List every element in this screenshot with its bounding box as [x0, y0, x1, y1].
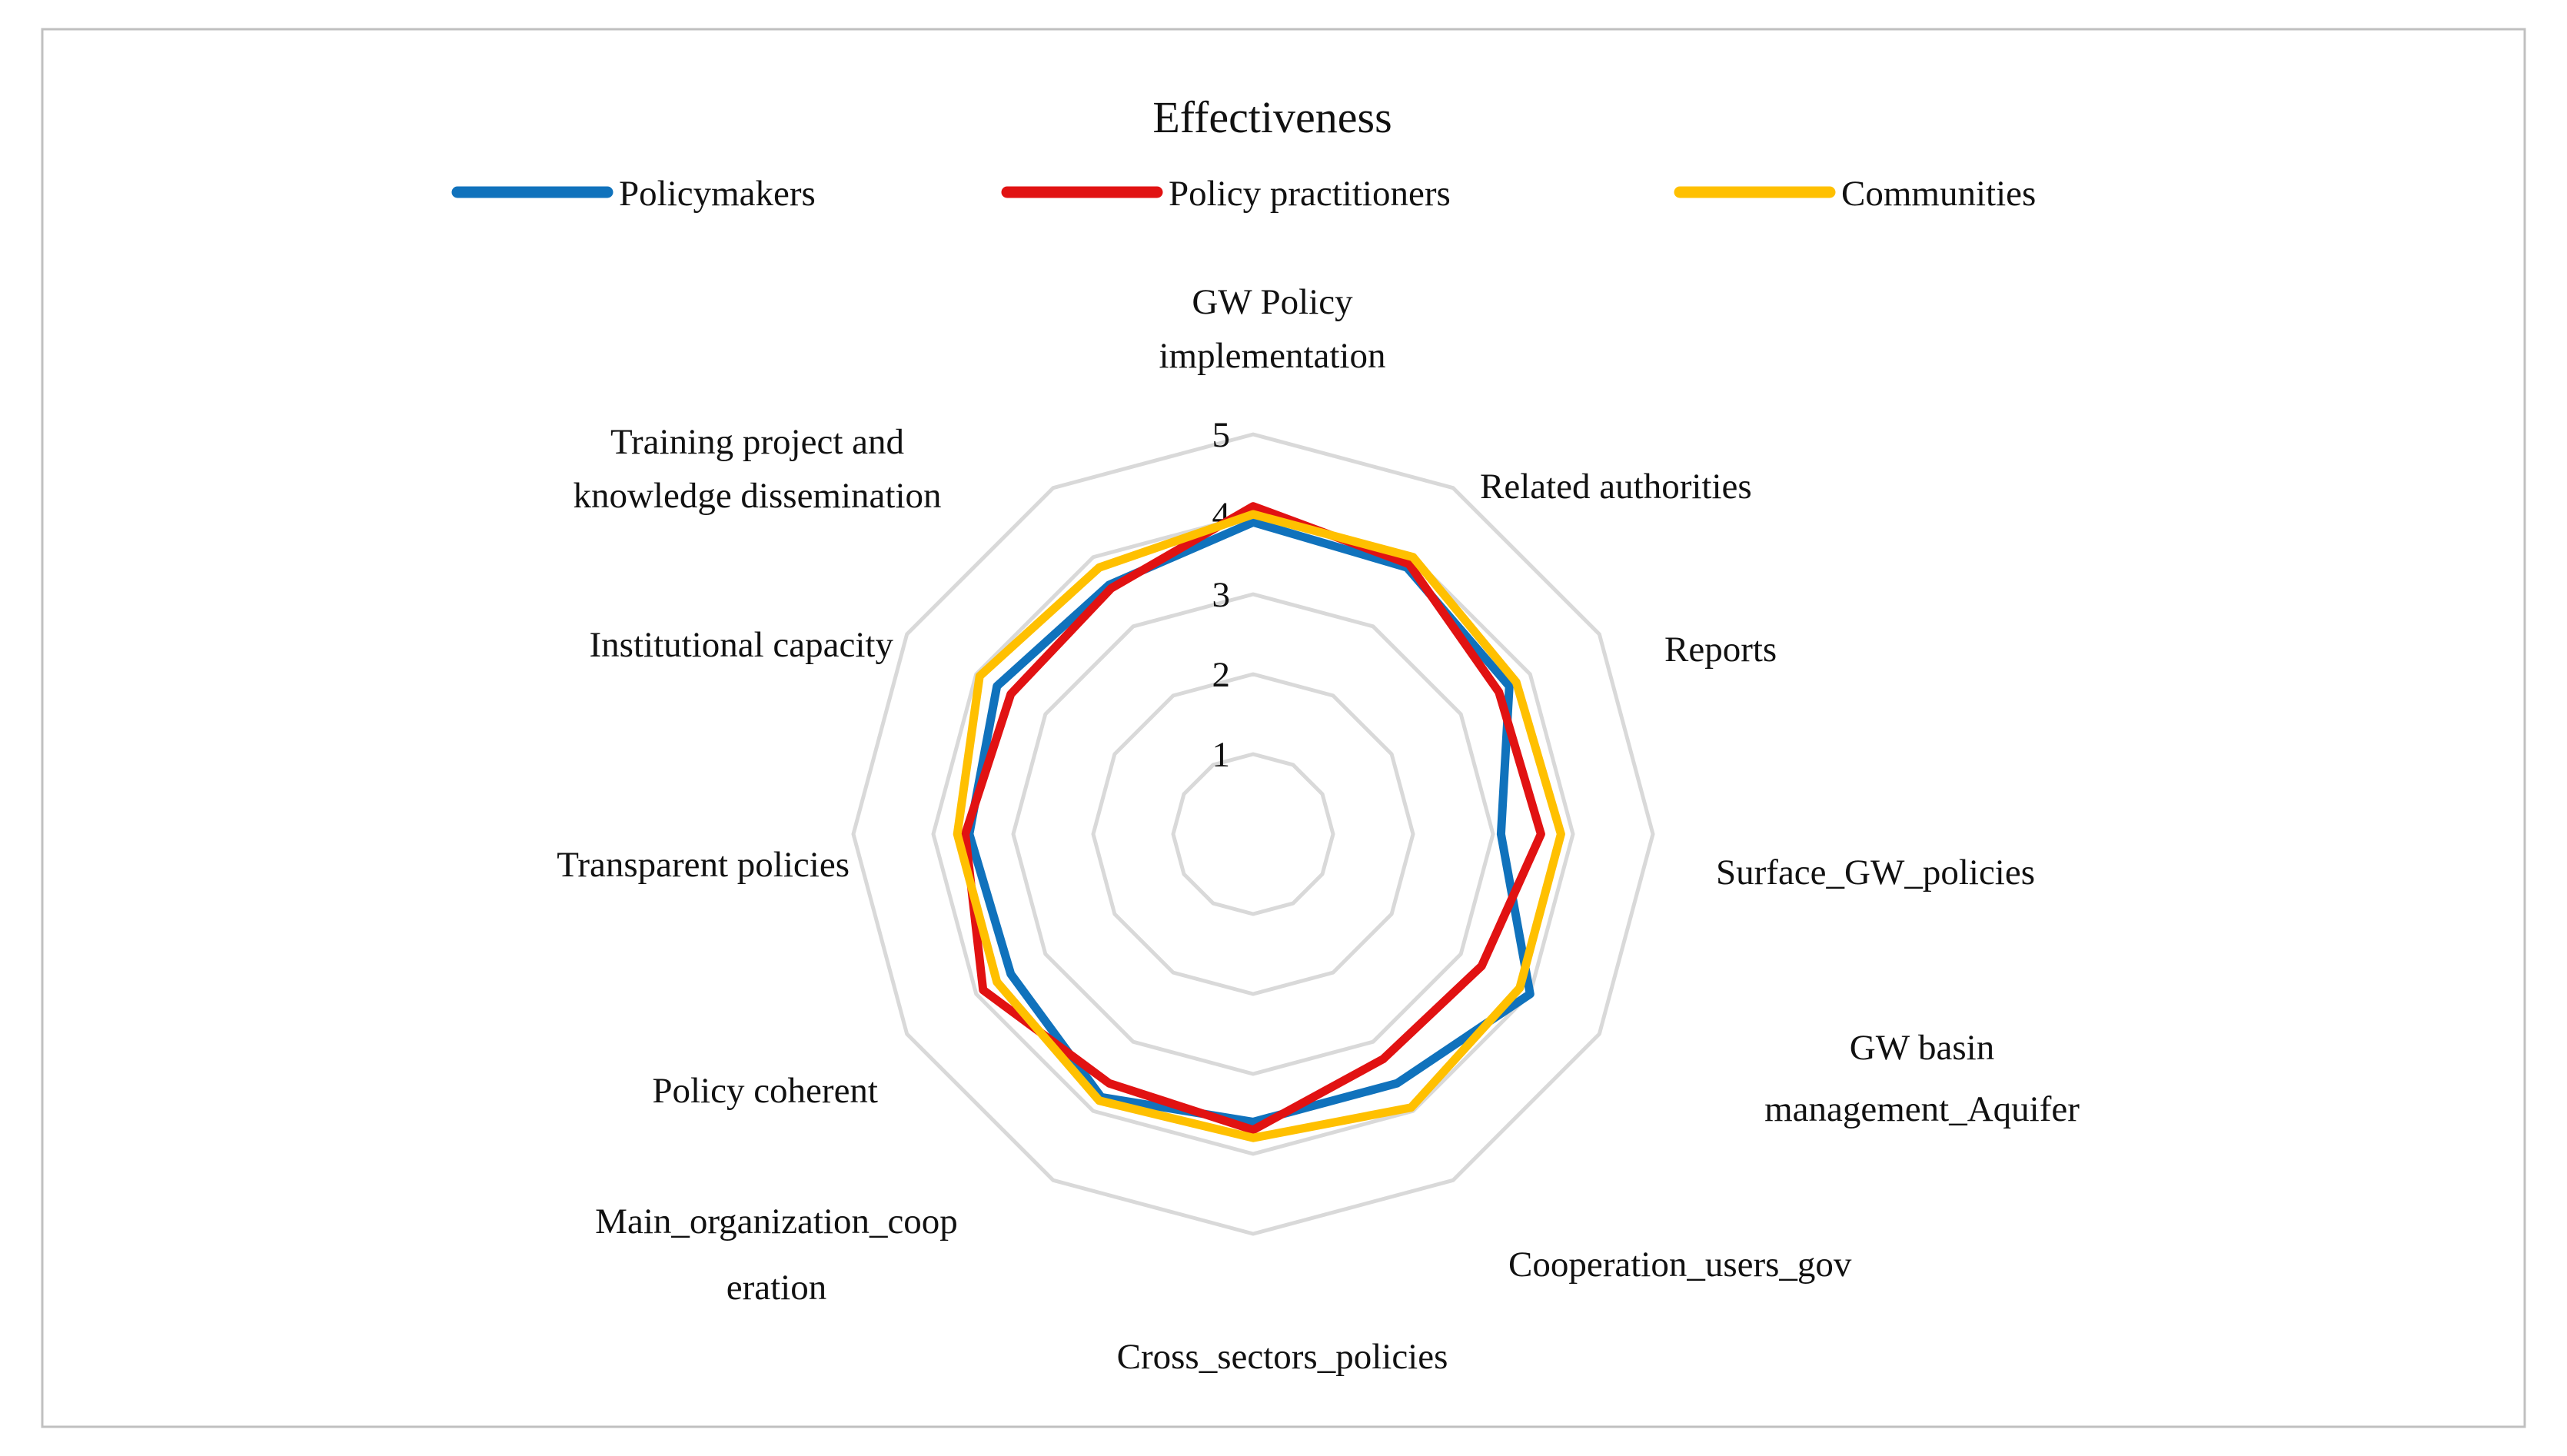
chart-title: Effectiveness	[1152, 92, 1392, 142]
category-label-transparent-policies: Transparent policies	[557, 845, 850, 885]
category-label-line: Cooperation_users_gov	[1508, 1245, 1852, 1285]
category-label-line: eration	[727, 1268, 827, 1308]
gridline-ring-1	[1171, 752, 1335, 916]
category-label-institutional-capacity: Institutional capacity	[590, 625, 894, 665]
category-label-line: Main_organization_coop	[595, 1202, 958, 1242]
legend-item: Policy practitioners	[1001, 174, 1451, 214]
tick-label-5: 5	[1212, 415, 1231, 455]
figure-border	[41, 28, 2526, 1428]
gridline-ring-4	[931, 512, 1575, 1156]
category-label-gw-policy-implementation: GW Policy implementation	[1159, 282, 1386, 376]
series-policymakers	[965, 517, 1535, 1126]
category-label-gw-basin-management-aquifer: GW basin management_Aquifer	[1764, 1028, 2080, 1129]
legend-item: Communities	[1674, 174, 2036, 214]
category-label-policy-coherent: Policy coherent	[652, 1071, 878, 1111]
category-label-line: implementation	[1159, 336, 1386, 376]
category-label-reports: Reports	[1664, 630, 1777, 670]
category-label-line: GW basin	[1850, 1028, 1994, 1068]
legend-label: Communities	[1841, 174, 2036, 214]
category-label-line: Surface_GW_policies	[1716, 853, 2035, 893]
legend-label: Policymakers	[619, 174, 816, 214]
category-label-line: Training project and	[610, 422, 904, 462]
category-label-related-authorities: Related authorities	[1480, 467, 1752, 507]
category-label-line: Reports	[1664, 630, 1777, 670]
category-label-line: knowledge dissemination	[573, 476, 941, 516]
category-label-training-project-and-knowledge-dissemination: Training project and knowledge disseminat…	[573, 422, 941, 516]
category-label-line: Policy coherent	[652, 1071, 878, 1111]
category-label-cross-sectors-policies: Cross_sectors_policies	[1117, 1337, 1448, 1377]
gridline-ring-5	[851, 432, 1655, 1236]
category-label-line: GW Policy	[1192, 282, 1353, 322]
tick-label-3: 3	[1212, 575, 1231, 615]
category-label-line: Transparent policies	[557, 845, 850, 885]
category-label-cooperation-users-gov: Cooperation_users_gov	[1508, 1245, 1852, 1285]
tick-label-2: 2	[1212, 655, 1231, 695]
legend-item: Policymakers	[451, 174, 816, 214]
legend-label: Policy practitioners	[1169, 174, 1451, 214]
gridline-ring-2	[1091, 672, 1415, 996]
category-label-line: Related authorities	[1480, 467, 1752, 507]
gridline-ring-3	[1011, 592, 1495, 1076]
series-communities	[953, 510, 1565, 1142]
series-policy-practitioners	[961, 502, 1545, 1135]
category-label-surface-gw-policies: Surface_GW_policies	[1716, 853, 2035, 893]
category-label-line: Institutional capacity	[590, 625, 894, 665]
category-label-line: Cross_sectors_policies	[1117, 1337, 1448, 1377]
tick-label-1: 1	[1212, 735, 1231, 775]
category-label-line: management_Aquifer	[1764, 1089, 2080, 1129]
